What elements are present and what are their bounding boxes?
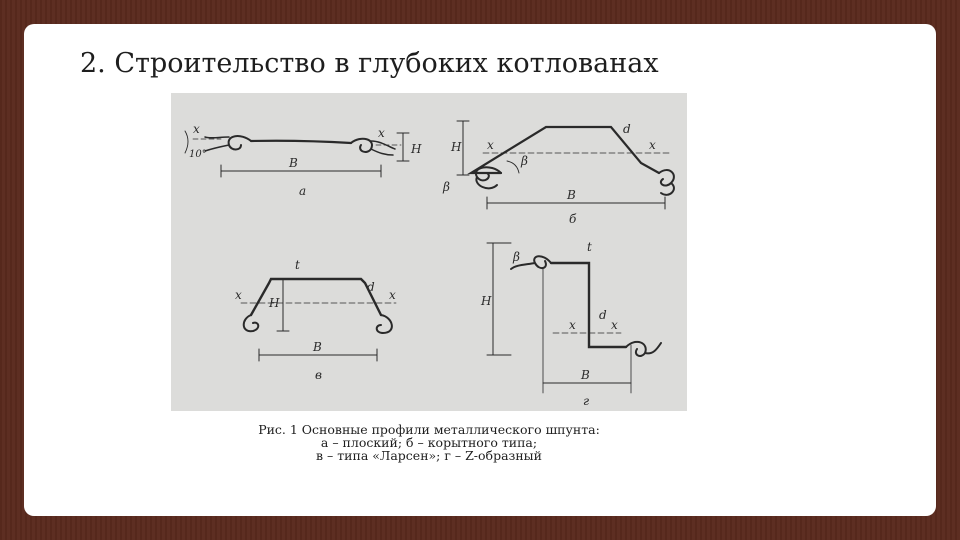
profile-a-lock-right (350, 137, 373, 153)
profile-v-larssen (240, 277, 397, 362)
caption-line-2: а – плоский; б – корытного типа; (320, 435, 538, 450)
profile-g-label-x-right: x (611, 318, 618, 332)
slide-title: 2. Строительство в глубоких котлованах (80, 48, 659, 79)
profile-a-web (249, 139, 353, 145)
figure-caption: Рис. 1 Основные профили металлического ш… (190, 423, 668, 462)
caption-line-3: в – типа «Ларсен»; г – Z-образный (316, 448, 542, 463)
profile-g-label-d: d (599, 308, 607, 322)
profile-g-label-t: t (587, 240, 592, 254)
profile-b-label-panel: б (569, 212, 577, 226)
profile-b-beta-arc (506, 160, 520, 174)
profile-g-label-panel: г (583, 394, 589, 408)
profile-b-dimension-H (456, 120, 470, 176)
profile-a-lock-left (227, 135, 252, 151)
profile-g-lock-bottom (625, 340, 662, 357)
profile-v-dimension-B (258, 348, 378, 362)
profile-g-lock-top (510, 255, 552, 270)
profile-a-flat (184, 130, 410, 178)
profile-b-dimension-B (486, 196, 666, 210)
profile-b-label-beta-left: β (442, 180, 450, 194)
profile-a-dimension-H (396, 132, 410, 162)
profile-g-label-beta: β (512, 250, 520, 264)
profile-b-lock-right (658, 169, 675, 196)
profile-v-lock-right (375, 314, 393, 335)
profile-g-body (549, 261, 628, 349)
profile-b-label-B: B (566, 188, 576, 202)
profile-a-lock-left-hook (204, 136, 230, 152)
profile-v-label-H: H (268, 296, 280, 310)
profile-v-dimension-H (276, 278, 290, 332)
profile-a-label-x-left: x (193, 122, 200, 136)
profile-b-label-x-left: x (487, 138, 494, 152)
profile-a-label-B: B (288, 156, 298, 170)
profile-b-trough (456, 120, 675, 210)
profile-b-label-x-right: x (649, 138, 656, 152)
profile-g-dimension-H (486, 242, 512, 356)
profile-g-axis-vertical (542, 268, 632, 394)
profile-a-angle-arc (184, 130, 189, 154)
profile-b-lock-left (474, 166, 502, 190)
profile-b-label-d: d (623, 122, 631, 136)
profile-v-label-panel: в (315, 368, 322, 382)
profile-a-label-angle: 10° (189, 149, 207, 160)
profile-b-body (467, 125, 661, 175)
profile-a-lock-right-hook (370, 140, 396, 156)
profile-g-z (486, 242, 662, 394)
profile-a-dimension-B (220, 164, 382, 178)
profile-v-body (249, 277, 383, 317)
profile-a-label-H: H (410, 142, 422, 156)
profile-v-label-x-right: x (389, 288, 396, 302)
profile-a-label-x-right: x (378, 126, 385, 140)
profile-b-label-H: H (450, 140, 462, 154)
profile-v-label-x-left: x (235, 288, 242, 302)
caption-line-1: Рис. 1 Основные профили металлического ш… (258, 422, 600, 437)
profile-g-label-H: H (480, 294, 492, 308)
profile-v-lock-left (242, 314, 260, 333)
profile-v-label-t: t (295, 258, 300, 272)
profile-g-label-B: B (580, 368, 590, 382)
profile-a-label-panel: а (299, 184, 306, 198)
profile-g-label-x-left: x (569, 318, 576, 332)
profile-b-label-beta-center: β (520, 154, 528, 168)
profile-v-label-d: d (367, 280, 375, 294)
sheet-pile-profiles-figure: x x 10° B H а H x x d β β B б t H x x d … (171, 93, 687, 411)
profile-a-x-axis (192, 138, 402, 146)
profiles-drawing: x x 10° B H а H x x d β β B б t H x x d … (184, 120, 675, 408)
profile-v-label-B: B (312, 340, 322, 354)
